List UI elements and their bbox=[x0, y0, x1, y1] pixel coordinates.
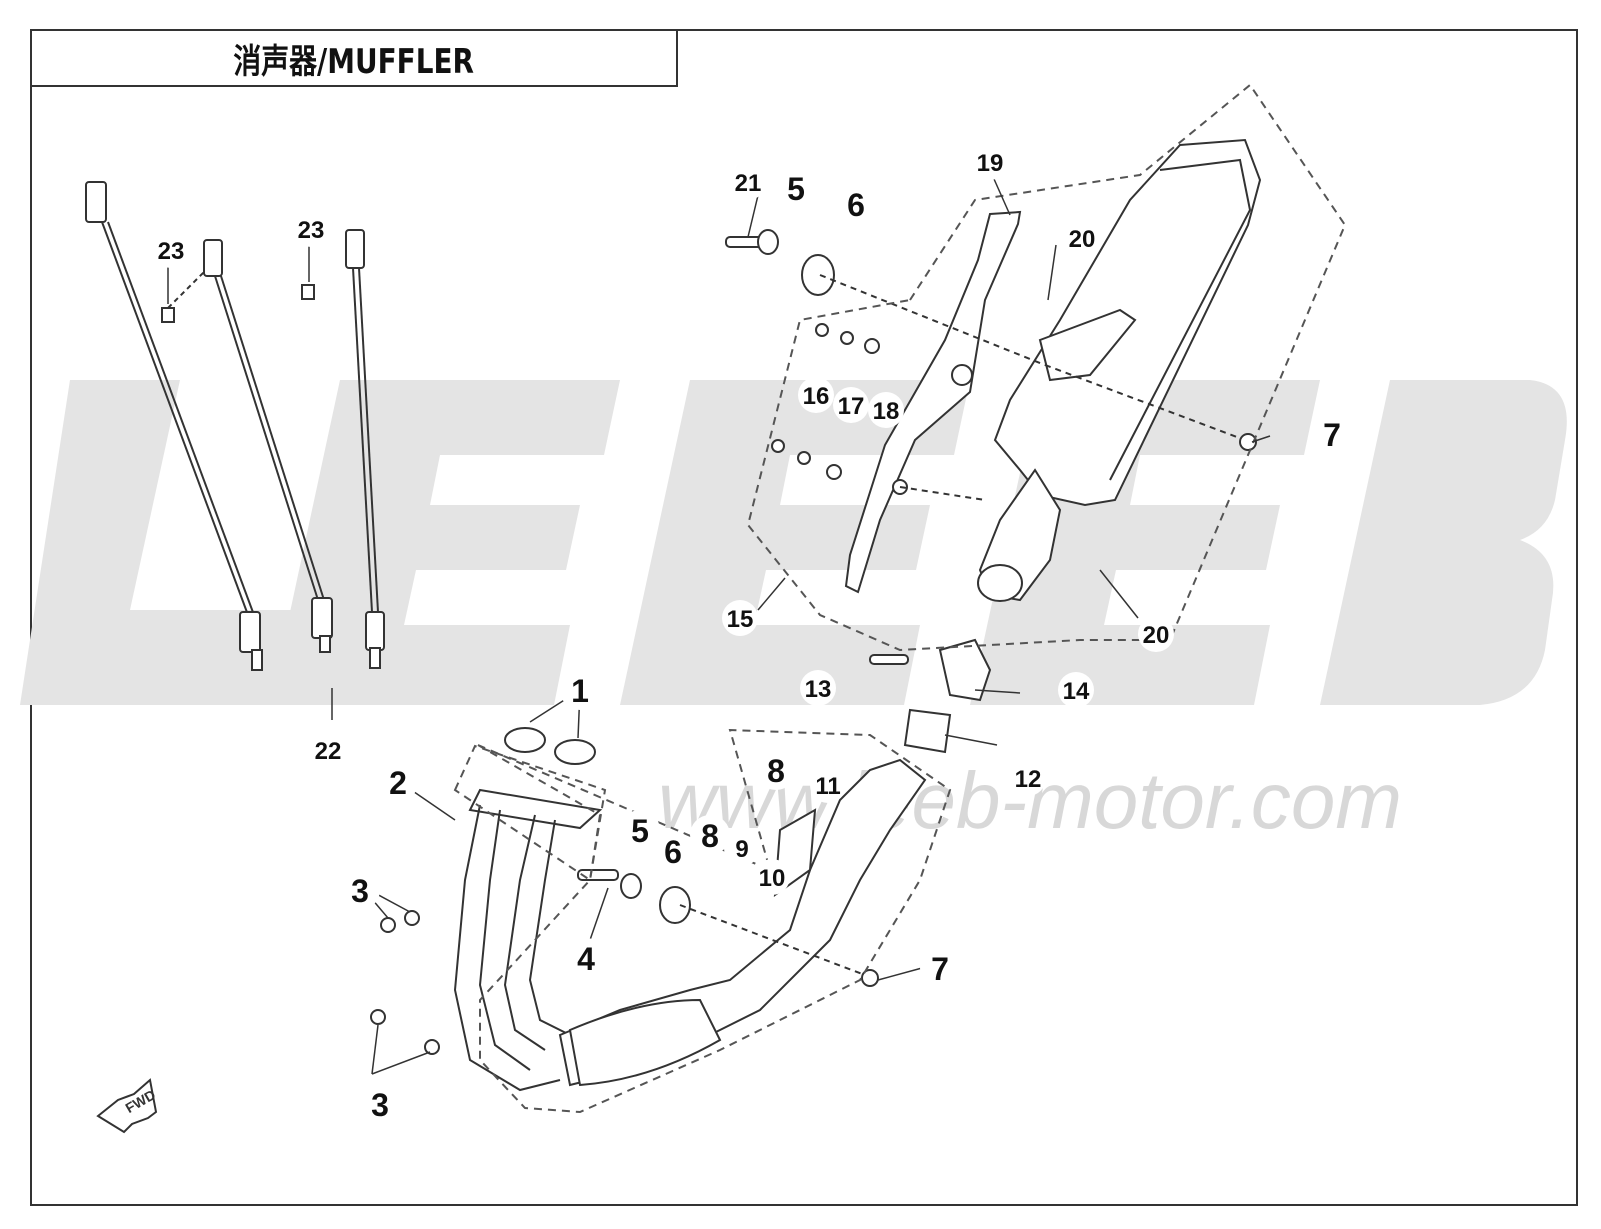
sensor-clip-right bbox=[301, 284, 315, 300]
callout-3-lower: 3 bbox=[360, 1084, 400, 1124]
svg-text:8: 8 bbox=[767, 753, 785, 789]
svg-text:20: 20 bbox=[1143, 622, 1170, 649]
exhaust-header-pipes bbox=[453, 727, 927, 1092]
bolt-13 bbox=[869, 654, 909, 665]
callout-5-upper: 5 bbox=[776, 168, 816, 208]
sensor-clip-left bbox=[161, 307, 175, 323]
callout-13: 13 bbox=[800, 670, 836, 706]
svg-text:6: 6 bbox=[847, 187, 865, 223]
callout-7-lower: 7 bbox=[920, 948, 960, 988]
title-box: 消声器/MUFFLER bbox=[30, 29, 678, 87]
callout-16: 16 bbox=[798, 377, 834, 413]
svg-text:19: 19 bbox=[977, 150, 1004, 177]
collar-5-lower bbox=[620, 873, 642, 899]
callout-9: 9 bbox=[724, 830, 760, 866]
nut-7-upper bbox=[1239, 433, 1257, 451]
callout-23-right: 23 bbox=[293, 211, 329, 247]
drawing-frame bbox=[30, 29, 1578, 1206]
callout-2: 2 bbox=[378, 762, 418, 802]
silencer-muffler bbox=[977, 138, 1262, 602]
svg-text:9: 9 bbox=[735, 836, 748, 863]
clamp-14 bbox=[938, 638, 992, 702]
svg-text:23: 23 bbox=[158, 238, 185, 265]
svg-text:7: 7 bbox=[1323, 417, 1341, 453]
page-title: 消声器/MUFFLER bbox=[233, 41, 475, 82]
forward-direction-arrow: FWD bbox=[96, 1078, 158, 1134]
callout-21: 21 bbox=[730, 164, 766, 200]
svg-text:8: 8 bbox=[701, 818, 719, 854]
svg-text:5: 5 bbox=[787, 171, 805, 207]
svg-text:7: 7 bbox=[931, 951, 949, 987]
callout-8-lower: 8 bbox=[690, 815, 730, 855]
callout-12: 12 bbox=[1010, 760, 1046, 796]
leader-lines bbox=[167, 169, 1271, 1075]
callout-3-upper: 3 bbox=[340, 870, 380, 910]
svg-text:18: 18 bbox=[873, 398, 900, 425]
svg-text:4: 4 bbox=[577, 941, 595, 977]
svg-text:12: 12 bbox=[1015, 766, 1042, 793]
callout-20-upper: 20 bbox=[1064, 220, 1100, 256]
heat-shield bbox=[844, 210, 1022, 594]
callout-6-lower: 6 bbox=[653, 831, 693, 871]
callouts: 1 2 3 3 4 5 5 6 6 7 7 8 8 9 10 11 12 13 … bbox=[153, 144, 1352, 1124]
nut-7-lower bbox=[861, 969, 879, 987]
svg-text:20: 20 bbox=[1069, 226, 1096, 253]
oxygen-sensor-middle bbox=[203, 239, 333, 653]
svg-text:10: 10 bbox=[759, 865, 786, 892]
parts-linework bbox=[85, 83, 1347, 1114]
gasket-12 bbox=[903, 708, 952, 754]
svg-text:3: 3 bbox=[371, 1087, 389, 1123]
callout-10: 10 bbox=[754, 859, 790, 895]
callout-5-lower: 5 bbox=[620, 810, 660, 850]
svg-text:21: 21 bbox=[735, 170, 762, 197]
svg-text:15: 15 bbox=[727, 606, 754, 633]
svg-text:16: 16 bbox=[803, 383, 830, 410]
svg-text:1: 1 bbox=[571, 673, 589, 709]
callout-15: 15 bbox=[722, 600, 758, 636]
svg-text:14: 14 bbox=[1063, 678, 1090, 705]
damper-6-upper bbox=[801, 254, 835, 296]
svg-text:23: 23 bbox=[298, 217, 325, 244]
oxygen-sensor-right bbox=[345, 229, 385, 669]
svg-text:17: 17 bbox=[838, 393, 865, 420]
svg-text:2: 2 bbox=[389, 765, 407, 801]
callout-6-upper: 6 bbox=[836, 184, 876, 224]
callout-17: 17 bbox=[833, 387, 869, 423]
svg-text:13: 13 bbox=[805, 676, 832, 703]
callout-4: 4 bbox=[566, 938, 606, 978]
svg-text:22: 22 bbox=[315, 738, 342, 765]
callout-22: 22 bbox=[310, 732, 346, 768]
svg-text:5: 5 bbox=[631, 813, 649, 849]
callout-11: 11 bbox=[810, 767, 846, 803]
svg-text:11: 11 bbox=[815, 773, 840, 800]
svg-text:3: 3 bbox=[351, 873, 369, 909]
callout-20-lower: 20 bbox=[1138, 616, 1174, 652]
callout-8-upper: 8 bbox=[756, 750, 796, 790]
callout-18: 18 bbox=[868, 392, 904, 428]
bolt-4 bbox=[577, 869, 619, 881]
callout-7-upper: 7 bbox=[1312, 414, 1352, 454]
callout-1: 1 bbox=[560, 670, 600, 710]
damper-6-lower bbox=[659, 886, 691, 924]
collar-5-upper bbox=[757, 229, 779, 255]
svg-text:6: 6 bbox=[664, 834, 682, 870]
callout-19: 19 bbox=[972, 144, 1008, 180]
oxygen-sensor-left bbox=[85, 181, 263, 671]
callout-23-left: 23 bbox=[153, 232, 189, 268]
callout-14: 14 bbox=[1058, 672, 1094, 708]
